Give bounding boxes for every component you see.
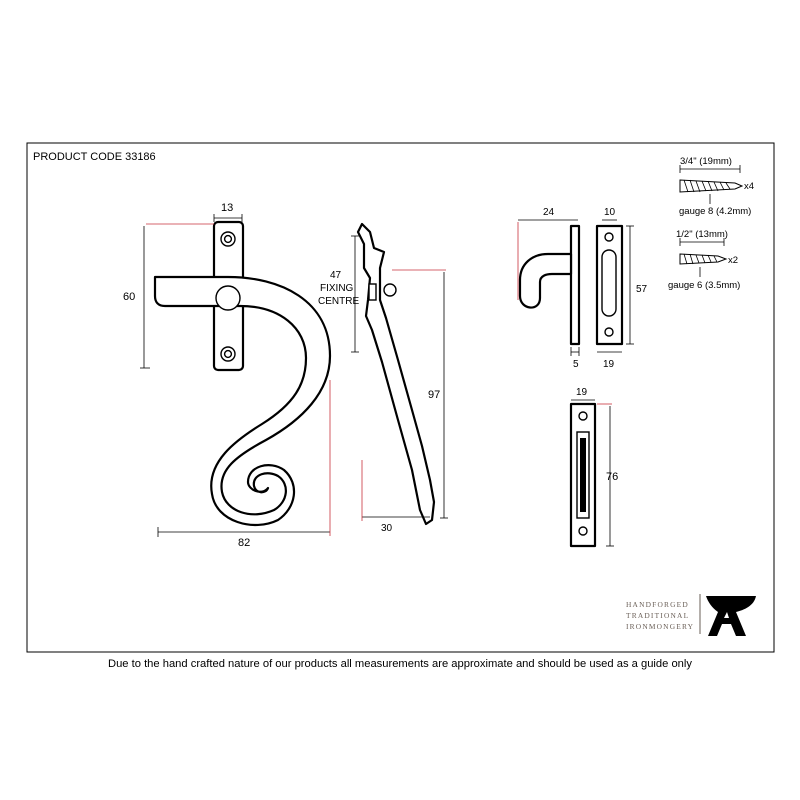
strike-plate (569, 402, 597, 548)
dim-handle-width: 13 (213, 202, 243, 222)
dim-plate-width: 19 (571, 387, 595, 401)
svg-text:x4: x4 (744, 181, 754, 192)
dim-fixing-centre: 47 FIXING CENTRE (318, 235, 359, 353)
svg-text:CENTRE: CENTRE (318, 296, 359, 307)
svg-text:gauge 6 (3.5mm): gauge 6 (3.5mm) (668, 280, 740, 291)
svg-text:47: 47 (330, 270, 342, 281)
svg-text:60: 60 (123, 291, 135, 303)
screw-large: 3/4" (19mm) x4 gauge 8 (4.2mm) (679, 156, 754, 217)
svg-text:97: 97 (428, 389, 440, 401)
svg-text:x2: x2 (728, 255, 738, 266)
dim-keep-thickness: 5 (570, 347, 580, 370)
svg-text:19: 19 (603, 359, 615, 370)
svg-text:19: 19 (576, 387, 588, 398)
dim-overall-width: 82 (157, 380, 331, 549)
brand-line-3: IRONMONGERY (626, 622, 695, 631)
brand-text: HANDFORGED TRADITIONAL IRONMONGERY (626, 599, 694, 632)
drawing-frame (26, 142, 775, 653)
svg-text:1/2" (13mm): 1/2" (13mm) (676, 229, 728, 240)
brand-line-2: TRADITIONAL (626, 611, 690, 620)
svg-text:24: 24 (543, 207, 555, 218)
dim-keep-depth: 24 (517, 207, 578, 300)
svg-text:gauge 8 (4.2mm): gauge 8 (4.2mm) (679, 206, 751, 217)
dim-plate-height: 76 (597, 403, 618, 547)
handle-front-view (153, 220, 332, 527)
svg-text:57: 57 (636, 284, 648, 295)
dim-projection: 30 (361, 460, 430, 534)
dim-keep-plate-width: 19 (597, 351, 622, 370)
svg-text:5: 5 (573, 359, 579, 370)
svg-text:13: 13 (221, 202, 233, 214)
svg-text:10: 10 (604, 207, 616, 218)
keep-side-view (518, 224, 581, 346)
product-code: PRODUCT CODE 33186 (33, 151, 156, 163)
handle-side-view (356, 222, 436, 526)
dim-handle-height: 60 (123, 223, 214, 369)
disclaimer-text: Due to the hand crafted nature of our pr… (108, 658, 692, 670)
anvil-logo-icon (706, 596, 756, 636)
screw-small: 1/2" (13mm) x2 gauge 6 (3.5mm) (668, 229, 740, 291)
brand-line-1: HANDFORGED (626, 600, 689, 609)
svg-text:FIXING: FIXING (320, 283, 354, 294)
svg-text:3/4" (19mm): 3/4" (19mm) (680, 156, 732, 167)
dim-overall-height: 97 (392, 269, 448, 519)
dim-keep-height: 57 (626, 225, 648, 345)
dim-keep-width: 10 (602, 207, 617, 221)
keep-front-view (595, 224, 624, 346)
svg-text:82: 82 (238, 537, 250, 549)
svg-text:30: 30 (381, 523, 393, 534)
svg-text:76: 76 (606, 471, 618, 483)
